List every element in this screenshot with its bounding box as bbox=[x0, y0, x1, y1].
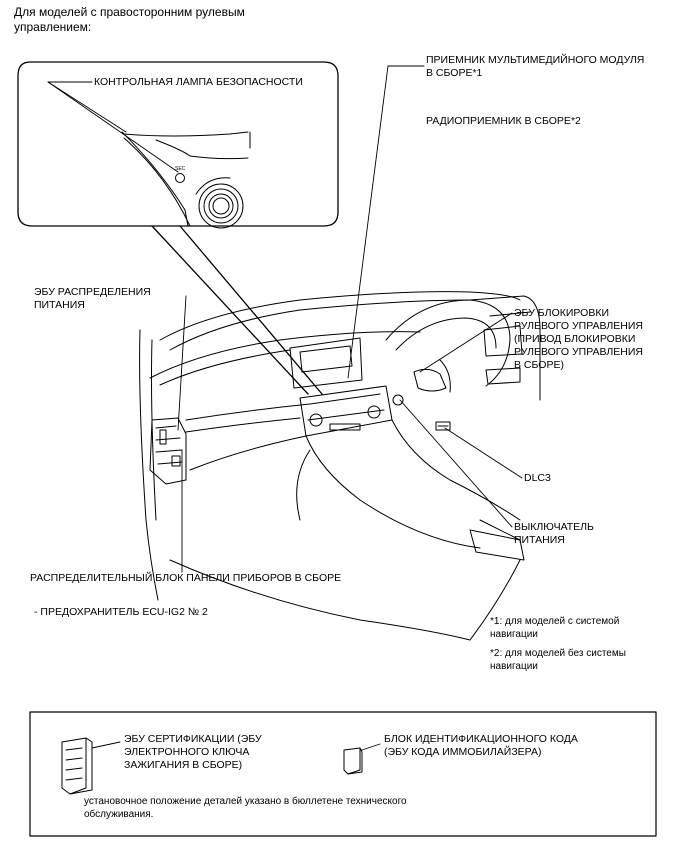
security-indicator-label: КОНТРОЛЬНАЯ ЛАМПА БЕЗОПАСНОСТИ bbox=[94, 76, 303, 88]
inset-zoom-line-left bbox=[151, 225, 309, 395]
power-distribution-ecu-label: ЭБУ РАСПРЕДЕЛЕНИЯ ПИТАНИЯ bbox=[34, 286, 151, 311]
id-code-box-label: БЛОК ИДЕНТИФИКАЦИОННОГО КОДА (ЭБУ КОДА И… bbox=[384, 733, 578, 758]
svg-text:SEC: SEC bbox=[175, 166, 186, 172]
id-code-box-icon bbox=[343, 743, 381, 775]
security-indicator-icon bbox=[175, 173, 185, 183]
legend-box-frame bbox=[29, 711, 657, 837]
junction-block-label: РАСПРЕДЕЛИТЕЛЬНЫЙ БЛОК ПАНЕЛИ ПРИБОРОВ В… bbox=[30, 572, 342, 584]
certification-ecu-icon bbox=[61, 737, 121, 795]
certification-ecu-label: ЭБУ СЕРТИФИКАЦИИ (ЭБУ ЭЛЕКТРОННОГО КЛЮЧА… bbox=[124, 733, 262, 771]
inset-zoom-line-right bbox=[179, 225, 323, 395]
page-heading: Для моделей с правосторонним рулевым упр… bbox=[14, 5, 245, 34]
multimedia-receiver-label: ПРИЕМНИК МУЛЬТИМЕДИЙНОГО МОДУЛЯ В СБОРЕ*… bbox=[426, 54, 645, 79]
dashboard-outline bbox=[139, 291, 541, 641]
power-switch-label: ВЫКЛЮЧАТЕЛЬ ПИТАНИЯ bbox=[514, 521, 594, 546]
dial-outer bbox=[198, 183, 244, 229]
junction-block-art bbox=[149, 417, 187, 485]
steering-lock-ecu-label: ЭБУ БЛОКИРОВКИ РУЛЕВОГО УПРАВЛЕНИЯ (ПРИВ… bbox=[514, 307, 644, 371]
legend-note: установочное положение деталей указано в… bbox=[84, 796, 407, 820]
leader-lines bbox=[47, 65, 523, 573]
fuse-label: - ПРЕДОХРАНИТЕЛЬ ECU-IG2 № 2 bbox=[34, 606, 208, 618]
dlc3-label: DLC3 bbox=[524, 472, 551, 484]
footnote-2: *2: для моделей без системы навигации bbox=[490, 648, 626, 672]
radio-receiver-label: РАДИОПРИЕМНИК В СБОРЕ*2 bbox=[426, 115, 581, 127]
inset-panel-art: SEC bbox=[121, 131, 251, 229]
footnote-1: *1: для моделей с системой навигации bbox=[490, 616, 620, 640]
